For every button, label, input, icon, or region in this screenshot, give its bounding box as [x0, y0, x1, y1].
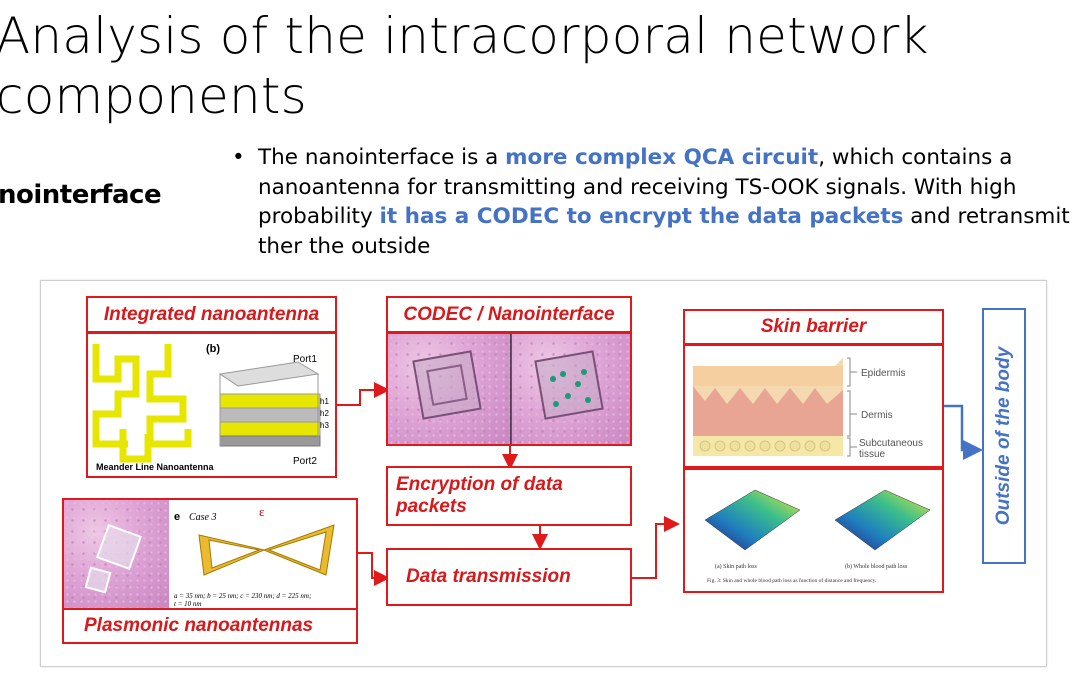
path-loss-plots: (a) Skin path loss (b) Whole blood path … — [704, 489, 931, 584]
codec-label: CODEC / Nanointerface — [386, 296, 632, 333]
path-loss-a-caption: (a) Skin path loss — [715, 563, 757, 570]
epidermis-label: Epidermis — [861, 368, 905, 379]
integrated-nanoantenna-figure: Meander Line Nanoantenna (b) Port1 Port2… — [86, 332, 337, 478]
slide-title-line2: components — [0, 67, 307, 125]
codec-figure — [386, 332, 632, 446]
dermis-label: Dermis — [861, 410, 893, 421]
subcutaneous-label: Subcutaneous tissue — [859, 438, 923, 460]
plasmonic-figure: e Case 3 ε a = 35 nm; b = 25 nm; c = 230… — [62, 498, 358, 610]
plasmonic-epsilon: ε — [259, 504, 265, 519]
plasmonic-tag-e: e — [174, 511, 180, 523]
plasmonic-dimensions: a = 35 nm; b = 25 nm; c = 230 nm; d = 22… — [174, 592, 311, 600]
antenna-caption: Meander Line Nanoantenna — [96, 462, 215, 472]
slide-title: Analysis of the intracorporal network co… — [0, 6, 996, 126]
bullet-text-part2: , which contains a nanoantenna for trans… — [258, 145, 1017, 229]
h2-label: h2 — [320, 409, 329, 418]
slide-title-line1: Analysis of the intracorporal network — [0, 7, 929, 65]
skin-layers-figure: Epidermis Dermis Subcutaneous tissue — [683, 344, 944, 468]
section-label: nointerface — [0, 180, 162, 210]
plasmonic-case-label: Case 3 — [189, 512, 217, 523]
data-transmission-label: Data transmission — [386, 548, 632, 606]
integrated-nanoantenna-label: Integrated nanoantenna — [86, 296, 337, 333]
codec-micrograph-left — [388, 334, 511, 444]
skin-barrier-label: Skin barrier — [683, 309, 944, 345]
bullet-text-part1: The nanointerface is a — [258, 145, 506, 170]
path-loss-caption: Fig. 3: Skin and whole blood path loss a… — [707, 577, 877, 584]
meander-antenna-drawing: Meander Line Nanoantenna (b) Port1 Port2… — [92, 343, 329, 472]
bullet-text-part3: and retransmit ther the outside — [258, 204, 1070, 259]
plasmonic-drawing: e Case 3 ε a = 35 nm; b = 25 nm; c = 230… — [84, 504, 335, 608]
plasmonic-label: Plasmonic nanoantennas — [62, 608, 358, 644]
outside-body-box: Outside of the body — [982, 308, 1026, 564]
antenna-tag-b: (b) — [206, 343, 220, 355]
port1-label: Port1 — [293, 354, 317, 365]
path-loss-b-caption: (b) Whole blood path loss — [845, 563, 908, 570]
port2-label: Port2 — [293, 456, 317, 467]
bullet-dot-icon: • — [232, 145, 245, 170]
bullet-highlight-qca: more complex QCA circuit — [505, 145, 819, 170]
h1-label: h1 — [320, 397, 329, 406]
bullet-highlight-codec: it has a CODEC to encrypt the data packe… — [379, 204, 904, 229]
skin-layers-drawing: Epidermis Dermis Subcutaneous tissue — [693, 357, 923, 460]
bullet-text: The nanointerface is a more complex QCA … — [258, 143, 1080, 261]
path-loss-figure: (a) Skin path loss (b) Whole blood path … — [683, 468, 944, 593]
plasmonic-dimensions-2: t = 10 nm — [174, 600, 201, 608]
h3-label: h3 — [320, 421, 329, 430]
outside-body-label: Outside of the body — [993, 346, 1015, 526]
codec-circuit-overlay — [412, 334, 604, 444]
encryption-label: Encryption of data packets — [386, 466, 632, 526]
